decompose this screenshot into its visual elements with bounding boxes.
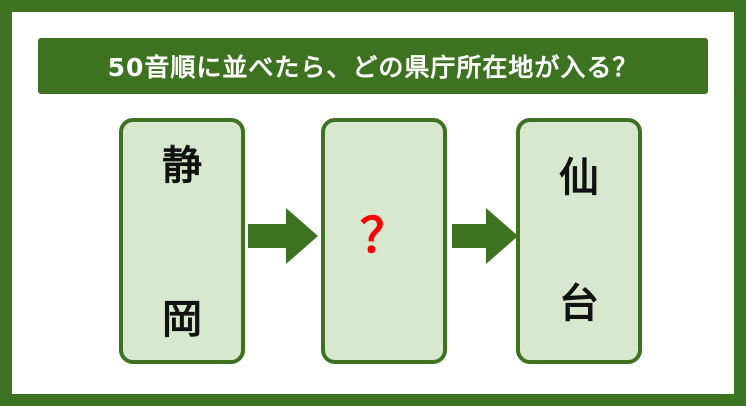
card-last: 仙 台 — [516, 118, 642, 364]
card-first-top-char: 静 — [162, 143, 202, 189]
right-arrow-icon — [452, 208, 518, 264]
card-last-bottom-char: 台 — [559, 281, 599, 327]
card-first-bottom-char: 岡 — [162, 297, 202, 343]
question-banner: 50音順に並べたら、どの県庁所在地が入る？ — [38, 38, 708, 94]
card-first: 静 岡 — [119, 118, 245, 364]
card-last-top-char: 仙 — [559, 155, 599, 201]
right-arrow-icon — [248, 208, 318, 264]
card-middle: ？ — [321, 118, 447, 364]
banner-text: 50音順に並べたら、どの県庁所在地が入る？ — [107, 53, 639, 82]
question-mark: ？ — [359, 208, 408, 264]
